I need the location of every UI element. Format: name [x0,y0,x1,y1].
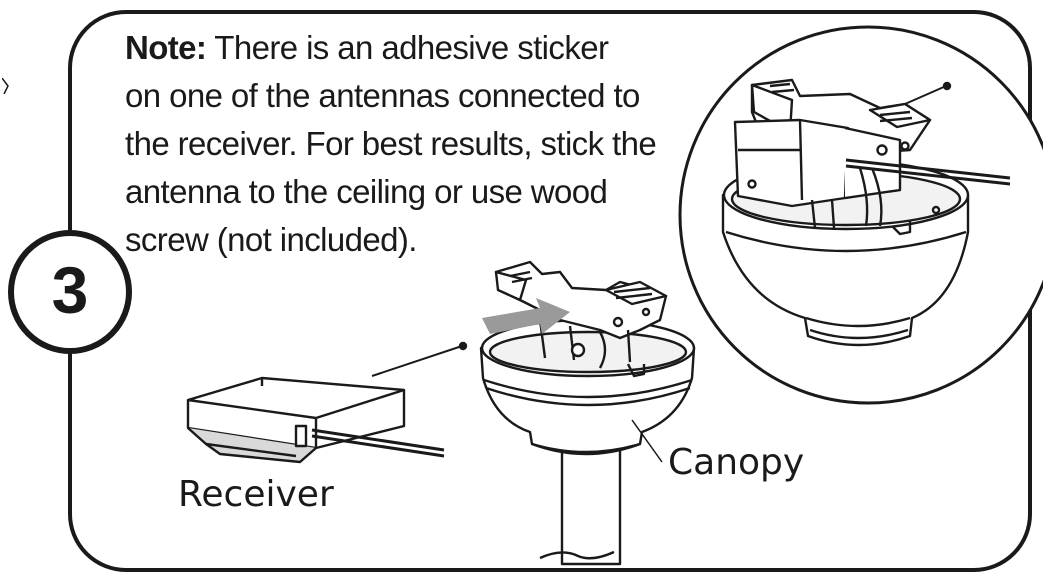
edge-mark-icon [2,78,9,94]
receiver-illustration-icon [186,341,468,464]
note-heading: Note: [125,29,207,66]
step-number: 3 [51,253,89,327]
insert-arrow-icon [482,298,570,334]
detail-magnifier-icon [678,25,1043,405]
note-line-5: screw (not included). [125,221,417,258]
receiver-label: Receiver [178,474,334,515]
note-line-1-text: There is an adhesive sticker [206,29,609,66]
note-line-3: the receiver. For best results, stick th… [125,125,657,162]
step-number-badge: 3 [8,230,132,354]
note-line-2: on one of the antennas connected to [125,77,640,114]
note-line-4: antenna to the ceiling or use wood [125,173,608,210]
note-text: Note: There is an adhesive sticker on on… [125,24,685,264]
canopy-illustration-icon [479,260,696,566]
note-line-1: Note: There is an adhesive sticker [125,24,685,72]
canopy-label: Canopy [668,442,805,483]
